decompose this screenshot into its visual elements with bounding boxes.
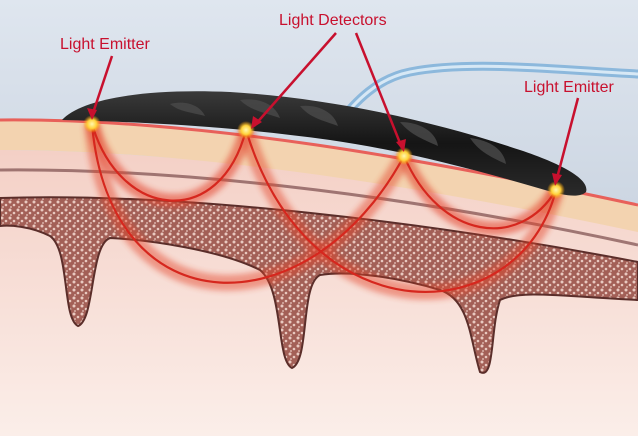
label-light-emitter-right: Light Emitter xyxy=(524,79,614,97)
label-light-detectors: Light Detectors xyxy=(279,12,387,30)
label-light-emitter-left: Light Emitter xyxy=(60,36,150,54)
